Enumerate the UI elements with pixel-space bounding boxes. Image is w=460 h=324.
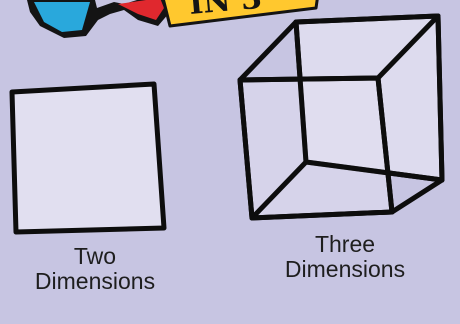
banner-text: IN 3 bbox=[188, 0, 264, 22]
3d-glasses-icon bbox=[26, 0, 176, 38]
left-lens bbox=[34, 2, 90, 32]
caption-line: Three bbox=[260, 232, 430, 257]
cube-edge-bottom-right bbox=[392, 180, 442, 212]
caption-line: Dimensions bbox=[260, 257, 430, 282]
cube-front-face bbox=[240, 78, 392, 218]
three-d-cube bbox=[240, 16, 442, 218]
two-d-square bbox=[12, 84, 164, 232]
two-dimensions-caption: Two Dimensions bbox=[10, 244, 180, 294]
three-dimensions-caption: Three Dimensions bbox=[260, 232, 430, 282]
cube-edge-top-left bbox=[240, 22, 296, 80]
caption-line: Two bbox=[10, 244, 180, 269]
caption-line: Dimensions bbox=[10, 269, 180, 294]
